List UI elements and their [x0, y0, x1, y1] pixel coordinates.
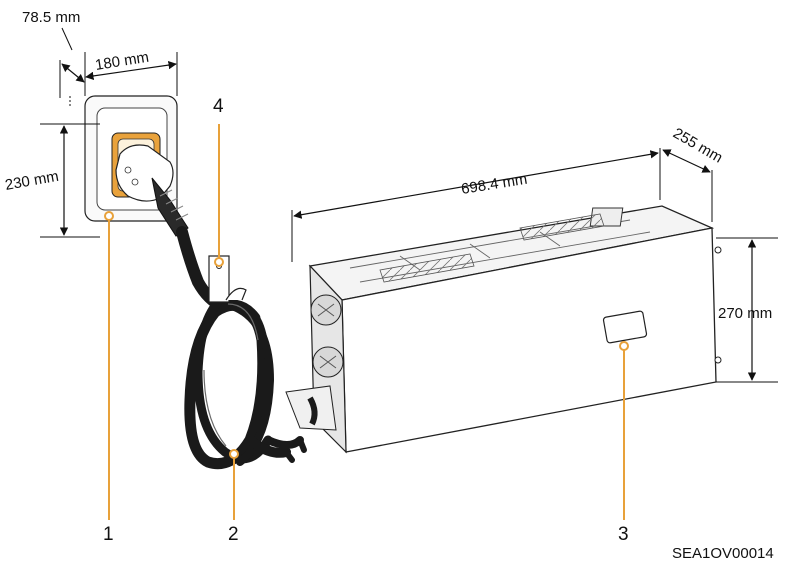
- pack-length-arrow: [293, 150, 659, 219]
- callout-3: 3: [618, 341, 629, 545]
- socket-depth-label: 78.5 mm: [22, 9, 80, 26]
- pack-depth-label: 255 mm: [670, 125, 725, 167]
- charging-cable: [176, 226, 307, 470]
- callout-4-number: 4: [213, 96, 224, 117]
- nameplate: [602, 310, 648, 344]
- callout-1: 1: [103, 211, 114, 545]
- socket-width-label: 180 mm: [94, 49, 150, 74]
- socket-dimension-lines: [40, 52, 178, 238]
- callout-1-number: 1: [103, 524, 114, 545]
- callout-3-number: 3: [618, 524, 629, 545]
- callout-2: 2: [228, 449, 239, 545]
- cable-highlights: [203, 303, 259, 447]
- callout-2-number: 2: [228, 524, 239, 545]
- figure-code: SEA1OV00014: [672, 545, 774, 562]
- pack-dimension-lines: [291, 148, 778, 383]
- pack-height-label: 270 mm: [718, 305, 772, 322]
- socket-width-arrow: [85, 60, 177, 81]
- pack-depth-arrow: [662, 149, 711, 173]
- battery-pack: [285, 205, 722, 454]
- socket-height-label: 230 mm: [4, 168, 60, 194]
- socket-depth-leader: [61, 27, 73, 51]
- wall-socket: [84, 95, 189, 237]
- callout-4: 4: [213, 96, 224, 267]
- pack-length-label: 698.4 mm: [460, 171, 529, 198]
- socket-depth-arrow: [61, 63, 85, 83]
